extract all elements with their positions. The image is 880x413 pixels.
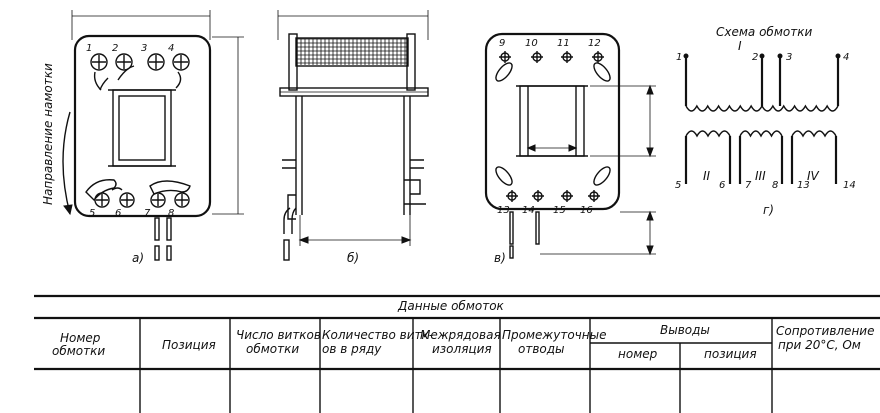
header-position: Позиция [162, 338, 216, 352]
pins-bottom-v [506, 190, 600, 202]
window-a [112, 89, 172, 167]
pin-label-v15: 15 [553, 205, 566, 216]
schema-roman-4: IV [807, 169, 820, 183]
pin-label-a3: 3 [141, 43, 147, 54]
arrow-head-icon [63, 204, 73, 216]
view-v: 9 10 11 12 13 14 15 16 в) [484, 32, 656, 265]
header-turns-per-layer: Количество витк-ов в ряду [322, 328, 433, 356]
winding-direction-arrow [62, 111, 71, 215]
pin-label-v12: 12 [588, 38, 601, 49]
table-title: Данные обмоток [397, 299, 505, 313]
pins-top-a [90, 53, 190, 91]
terminal-8: 8 [772, 180, 778, 191]
pin-label-v13: 13 [497, 205, 510, 216]
view-label-g: г) [763, 203, 774, 217]
secondary-coil-3 [739, 130, 783, 138]
secondary-coil-2 [685, 130, 731, 138]
slot [495, 62, 513, 82]
terminal-1: 1 [676, 52, 682, 63]
header-leads-number: номер [618, 347, 658, 361]
window-v [519, 85, 585, 157]
slot [593, 166, 611, 186]
primary-coil [685, 104, 839, 112]
terminal-4: 4 [843, 52, 849, 63]
schema-roman-2: II [703, 169, 711, 183]
schema-roman-3: III [755, 169, 766, 183]
view-label-a: а) [132, 251, 144, 265]
terminal-6: 6 [719, 180, 725, 191]
slot [593, 62, 611, 82]
frame-v [484, 32, 621, 211]
pins-bottom-a [85, 179, 191, 208]
frame-a [73, 34, 212, 218]
pin-label-a6: 6 [115, 208, 121, 219]
pin-label-a7: 7 [144, 208, 151, 219]
winding-hatch [295, 37, 409, 67]
terminal-7: 7 [745, 180, 752, 191]
pin-label-v11: 11 [557, 38, 570, 49]
terminal-5: 5 [675, 180, 681, 191]
secondary-coil-4 [791, 130, 837, 138]
pins-top-v [499, 51, 604, 63]
pin-1 [90, 53, 108, 71]
schema-roman-1: I [738, 39, 742, 53]
terminal-13: 13 [797, 180, 810, 191]
pin-label-v14: 14 [522, 205, 535, 216]
pin-label-a8: 8 [168, 208, 174, 219]
pin-label-v16: 16 [580, 205, 593, 216]
schema-title: Схема обмотки [716, 25, 812, 39]
pin-label-a5: 5 [89, 208, 95, 219]
header-leads: Выводы [660, 323, 710, 337]
terminal-3: 3 [786, 52, 792, 63]
pin-label-a2: 2 [112, 43, 118, 54]
view-a: 1 2 3 4 5 6 7 8 а) Направление намотки [41, 10, 244, 265]
view-b: б) [277, 10, 429, 265]
slot [495, 166, 513, 186]
pin-2 [115, 53, 133, 71]
primary-terminals [683, 53, 841, 106]
pin-label-a4: 4 [168, 43, 174, 54]
header-leads-position: позиция [704, 347, 757, 361]
pin-label-v9: 9 [499, 38, 505, 49]
pin-label-a1: 1 [86, 43, 92, 54]
view-g-schema: Схема обмотки I 1 2 3 4 [675, 25, 856, 217]
terminal-2: 2 [752, 52, 758, 63]
secondary-terminals [684, 136, 838, 184]
view-label-v: в) [494, 251, 506, 265]
terminal-14: 14 [843, 180, 856, 191]
pin-4 [172, 53, 190, 71]
view-label-b: б) [347, 251, 359, 265]
pin-3 [147, 53, 165, 71]
winding-direction-label: Направление намотки [41, 63, 55, 205]
pin-label-v10: 10 [525, 38, 538, 49]
